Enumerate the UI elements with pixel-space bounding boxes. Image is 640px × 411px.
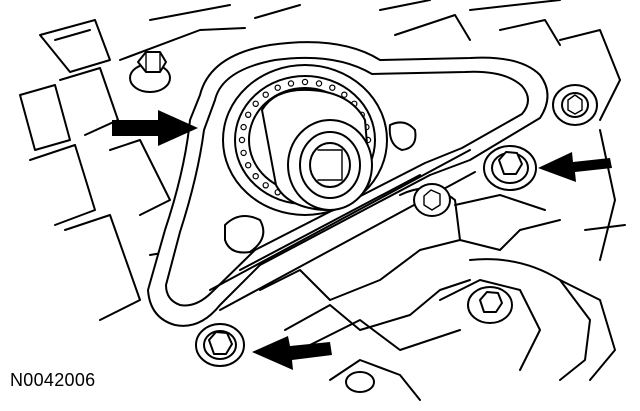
seal-dot <box>262 91 269 98</box>
bolt-lower-left <box>195 323 245 367</box>
bolt-upper-left <box>129 51 171 93</box>
seal-dot <box>329 84 336 91</box>
bolt-center <box>413 183 451 217</box>
seal-dot <box>240 123 247 131</box>
seal-dot <box>252 172 259 180</box>
bolt-lower-right <box>467 286 513 324</box>
engine-block-background <box>19 0 626 381</box>
seal-dot <box>240 149 247 157</box>
seal-dot <box>244 161 252 169</box>
seal-dot <box>238 136 246 144</box>
seal-dot <box>341 91 348 98</box>
seal-dot <box>262 182 269 189</box>
bolt-upper-right <box>552 84 598 126</box>
seal-dot <box>315 80 323 87</box>
seal-dot <box>244 111 252 119</box>
bolt-bottom <box>345 371 375 393</box>
arrow-lower-left <box>252 336 332 370</box>
crankshaft-nose <box>261 88 373 211</box>
arrow-right <box>538 152 612 182</box>
seal-dot <box>287 80 295 87</box>
seal-dot <box>274 84 281 91</box>
arrow-upper-left <box>112 110 198 146</box>
figure-id-label: N0042006 <box>10 370 96 390</box>
seal-dot <box>301 78 309 86</box>
bolt-right <box>483 145 537 191</box>
seal-dot <box>252 100 259 108</box>
